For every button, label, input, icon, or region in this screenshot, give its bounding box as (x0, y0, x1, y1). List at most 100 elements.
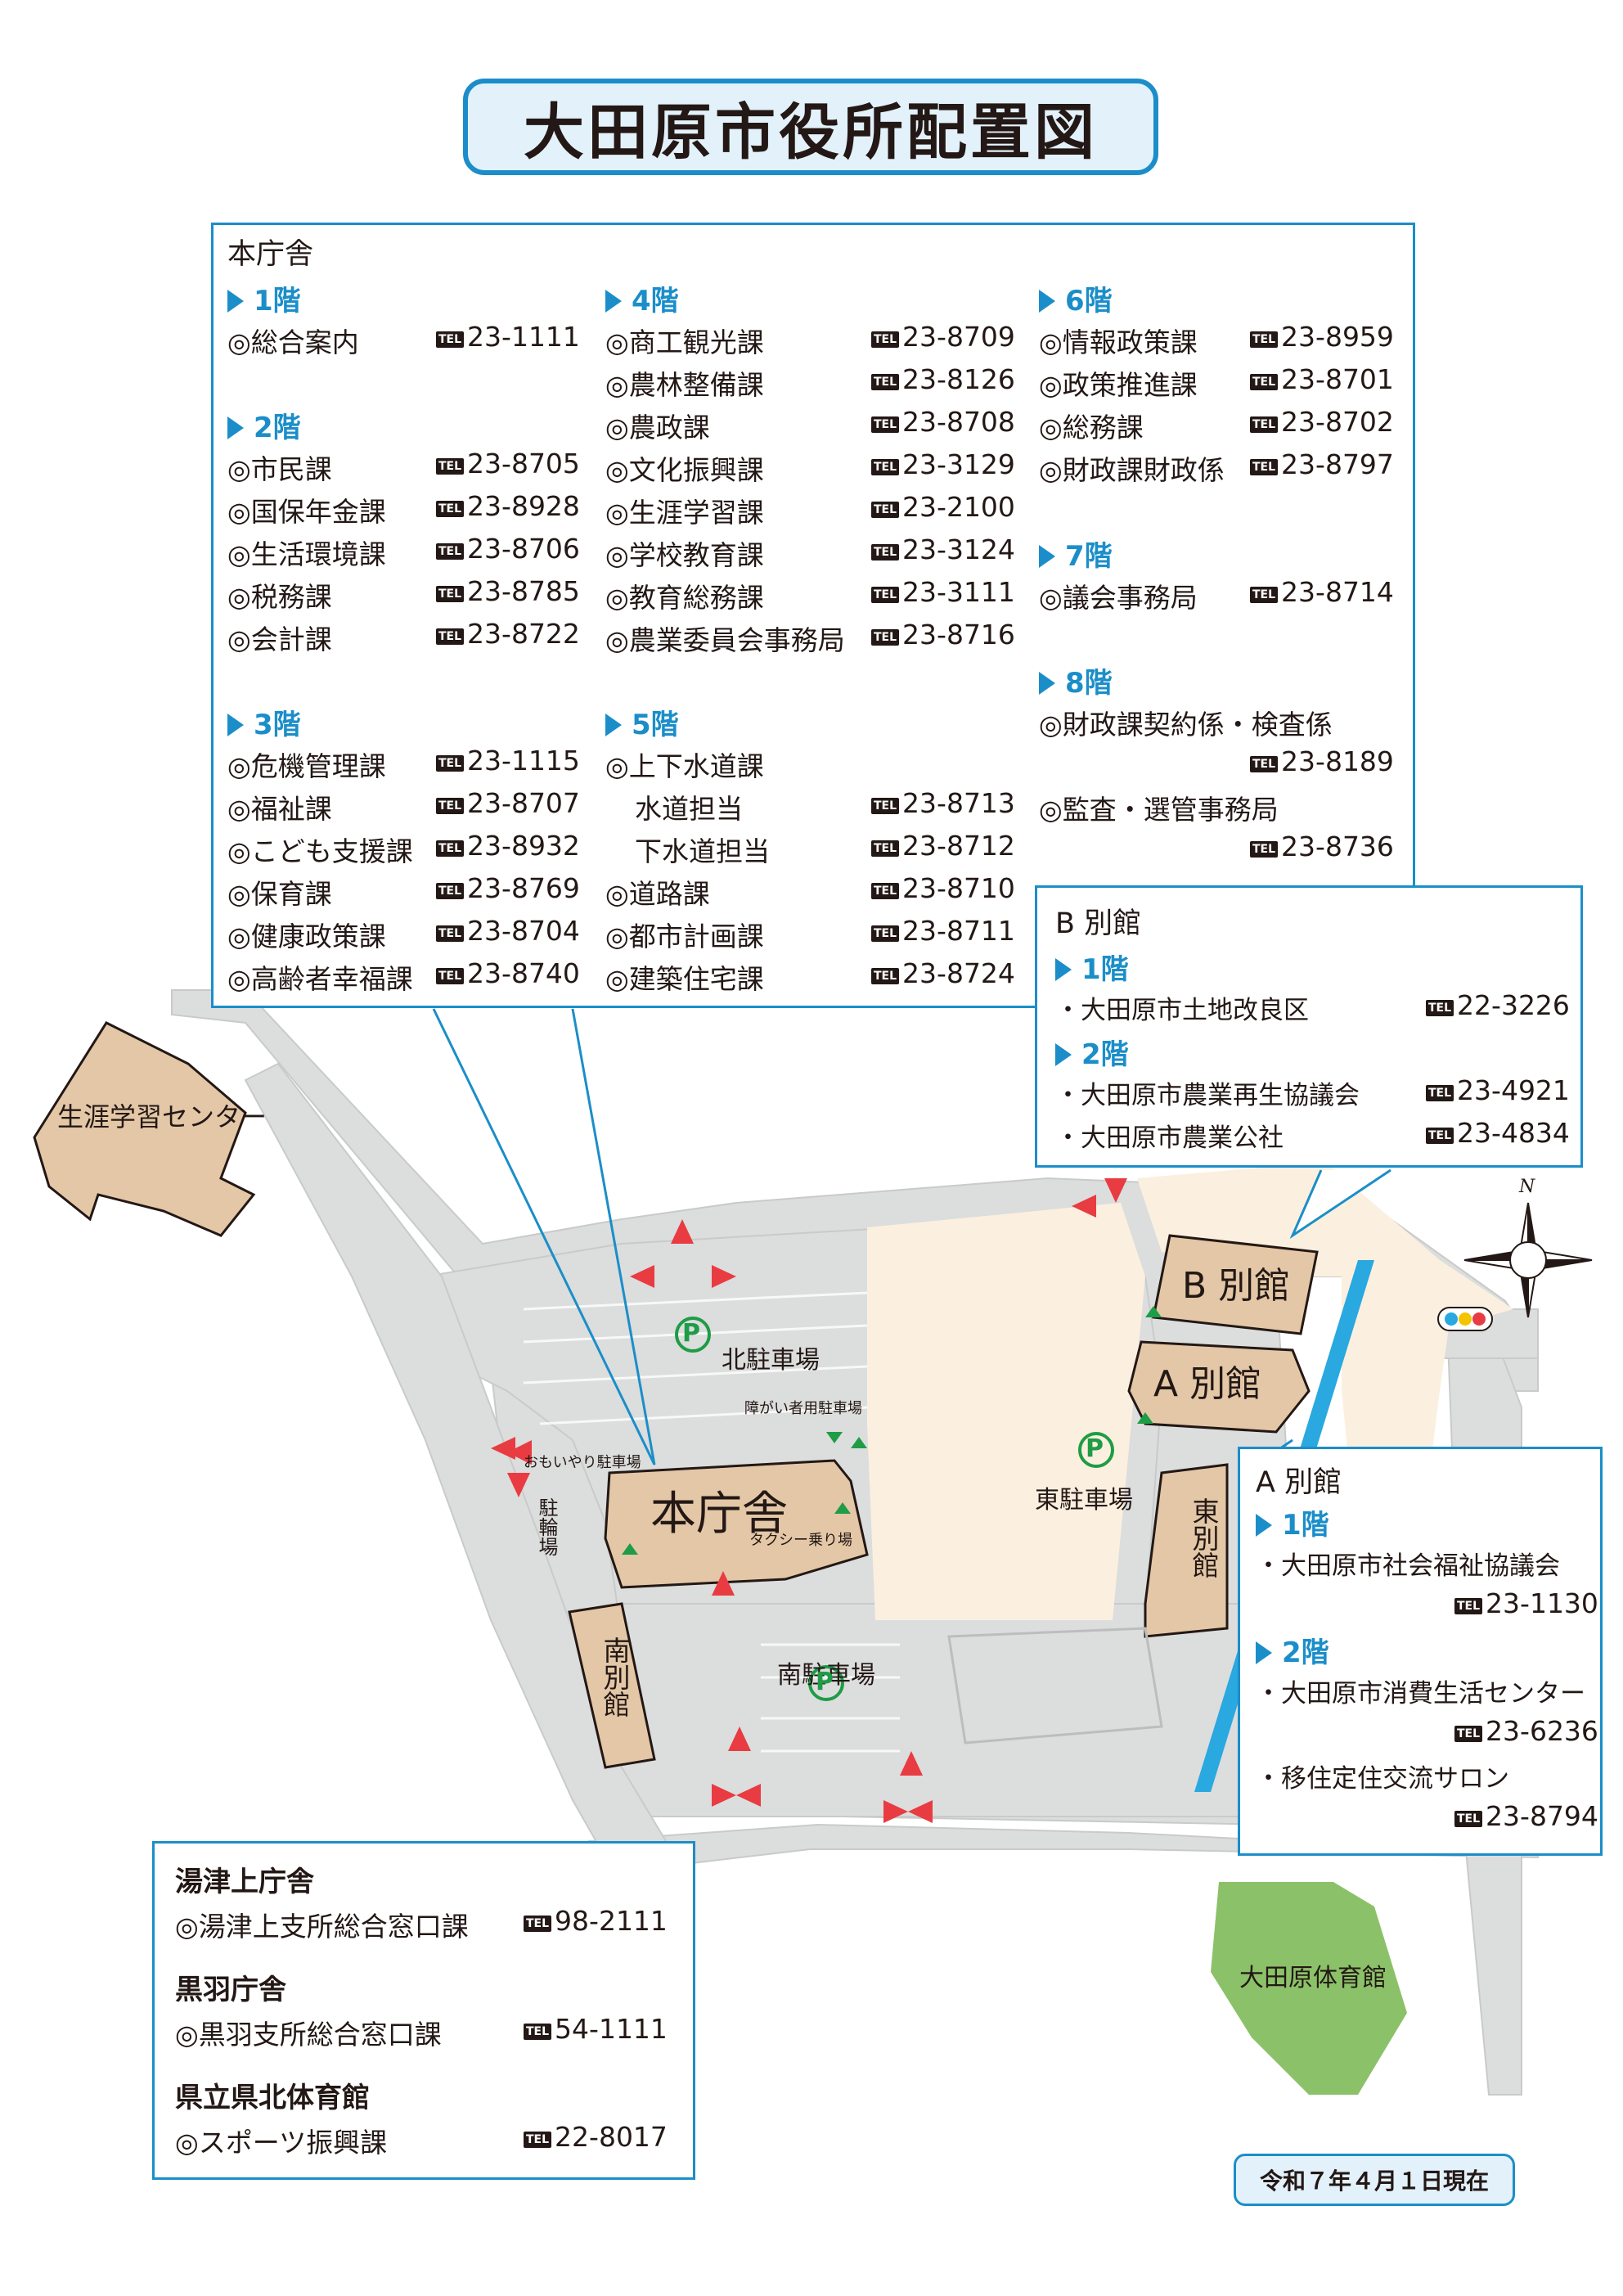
tel-value: 23-8724 (902, 957, 1015, 989)
triangle-icon (1039, 545, 1055, 568)
map-label-higashi-bekkan: 東別館 (1188, 1497, 1220, 1578)
tel-value: 23-2100 (902, 491, 1015, 523)
map-label-omoiyari: おもいやり駐車場 (524, 1454, 641, 1471)
department-name: 水道担当 (635, 793, 743, 825)
parking-icon-higashi: P (1086, 1434, 1104, 1463)
tel-icon: TEL (436, 883, 465, 899)
map-label-b-bekkan: B 別館 (1182, 1265, 1291, 1307)
department-name: ◎会計課 (227, 624, 332, 655)
map-label-shogaisha-parking: 障がい者用駐車場 (744, 1400, 862, 1417)
floor-text: 1階 (1081, 953, 1129, 986)
office-heading: 黒羽庁舎 (175, 1974, 286, 2006)
triangle-icon (227, 416, 244, 439)
tel-value: 54-1111 (555, 2013, 668, 2045)
department-name: ◎生涯学習課 (605, 497, 764, 529)
organization-name: ・大田原市消費生活センター (1256, 1679, 1585, 1708)
tel-icon: TEL (436, 586, 465, 602)
triangle-icon (1256, 1641, 1272, 1664)
map-label-taxi: タクシー乗り場 (749, 1532, 852, 1549)
honchosha-heading: 本庁舎 (227, 238, 314, 271)
tel-value: 23-3124 (902, 533, 1015, 565)
department-name: ◎建築住宅課 (605, 963, 764, 995)
floor-label: 1階 (1055, 947, 1129, 987)
tel-value: 23-8928 (467, 490, 580, 522)
tel-icon: TEL (1250, 416, 1279, 433)
floor-text: 2階 (1081, 1038, 1129, 1071)
tel-icon: TEL (871, 331, 900, 348)
tel-icon: TEL (871, 840, 900, 857)
department-name: ◎市民課 (227, 453, 332, 485)
tel-icon: TEL (436, 755, 465, 772)
tel-value: 23-4834 (1457, 1117, 1570, 1149)
field-west (867, 1203, 1145, 1620)
floor-text: 2階 (1282, 1636, 1329, 1669)
tel-value: 23-8709 (902, 321, 1015, 353)
tel-value: 23-8785 (467, 575, 580, 607)
map-label-minami-parking: 南駐車場 (777, 1661, 875, 1690)
tel-value: 23-4921 (1457, 1074, 1570, 1106)
floor-label: 1階 (1256, 1502, 1329, 1542)
tel-value: 23-8959 (1281, 321, 1394, 353)
tel-icon: TEL (1250, 841, 1279, 858)
triangle-icon (1055, 1043, 1072, 1066)
organization-name: ・移住定住交流サロン (1256, 1764, 1509, 1794)
map-label-shogai-center: 生涯学習センター (57, 1101, 268, 1132)
triangle-icon (1256, 1514, 1272, 1537)
tel-icon: TEL (871, 502, 900, 518)
department-name: ◎農林整備課 (605, 369, 764, 401)
floor-text: 8階 (1065, 667, 1113, 700)
map-label-taiikukan: 大田原体育館 (1239, 1964, 1387, 1992)
tel-value: 23-3129 (902, 448, 1015, 480)
office-heading: 県立県北体育館 (175, 2082, 370, 2114)
tel-icon: TEL (871, 587, 900, 603)
tel-icon: TEL (871, 459, 900, 475)
parking-icon-minami: P (816, 1668, 834, 1696)
honchosha-panel (211, 223, 1415, 1008)
page-title: 大田原市役所配置図 (524, 97, 1098, 168)
gym-building (1211, 1882, 1407, 2095)
tel-icon: TEL (436, 628, 465, 645)
office-department: ◎黒羽支所総合窓口課 (175, 2019, 442, 2051)
tel-value: 23-8711 (902, 915, 1015, 947)
tel-value: 23-8710 (902, 872, 1015, 904)
tel-icon: TEL (436, 968, 465, 984)
map-label-kita-parking: 北駐車場 (722, 1346, 820, 1375)
tel-value: 23-8794 (1486, 1800, 1598, 1832)
tel-icon: TEL (871, 416, 900, 433)
floor-text: 7階 (1065, 540, 1113, 573)
organization-name: ・大田原市社会福祉協議会 (1256, 1551, 1560, 1581)
tel-value: 23-8712 (902, 830, 1015, 862)
triangle-icon (1039, 290, 1055, 313)
tel-value: 23-8701 (1281, 363, 1394, 395)
tel-icon: TEL (1426, 1085, 1454, 1101)
tel-value: 23-8797 (1281, 448, 1394, 480)
department-name: ◎教育総務課 (605, 582, 764, 614)
department-name: ◎税務課 (227, 581, 332, 613)
floor-text: 6階 (1065, 285, 1113, 317)
floor-label: 7階 (1039, 533, 1113, 574)
triangle-icon (1039, 672, 1055, 695)
tel-icon: TEL (1454, 1726, 1483, 1742)
tel-value: 23-8705 (467, 448, 580, 479)
department-name: ◎農政課 (605, 412, 710, 443)
date-box: 令和７年４月１日現在 (1234, 2154, 1515, 2206)
department-name: ◎商工観光課 (605, 326, 764, 358)
department-name: ◎福祉課 (227, 793, 332, 825)
tel-icon: TEL (1426, 1000, 1454, 1016)
office-department: ◎湯津上支所総合窓口課 (175, 1911, 469, 1943)
department-name: ◎上下水道課 (605, 750, 764, 782)
